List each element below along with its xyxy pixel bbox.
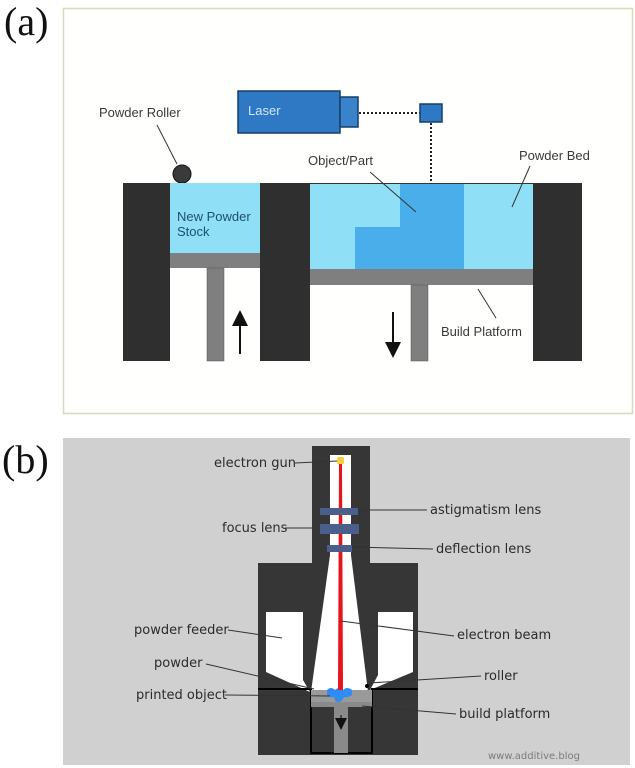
roller [365, 684, 369, 688]
electron-gun-leader [294, 460, 338, 464]
stock-platform [170, 253, 260, 268]
deflection-lens-leader [351, 546, 434, 550]
roller-leader [368, 675, 482, 684]
panel-a-tag: (a) [4, 0, 49, 44]
powder-feeder-leader [227, 629, 283, 639]
electron-beam-leader [340, 620, 455, 637]
new-powder-stock [170, 183, 260, 253]
powder-feeder-left [266, 612, 310, 692]
build-platform-leader-b [361, 705, 457, 715]
powder-feeder-label: powder feeder [134, 623, 229, 638]
roller-label: roller [484, 669, 518, 684]
object-part-label: Object/Part [308, 153, 373, 168]
build-platform-leader [477, 288, 497, 319]
focus-lens [320, 524, 359, 534]
powder-bed-leader [511, 165, 531, 208]
focus-lens-label: focus lens [222, 521, 288, 536]
scanner-mirror [419, 103, 443, 123]
printed-object [327, 688, 352, 702]
laser-nozzle [339, 96, 359, 128]
powder-roller-leader [156, 124, 178, 165]
object-part [355, 183, 464, 269]
panel-a: Laser Powder Roller New Powder Stock Obj… [62, 7, 634, 415]
build-piston [410, 284, 429, 362]
deflection-lens-label: deflection lens [436, 542, 531, 557]
middle-wall [260, 183, 310, 361]
powder-label: powder [154, 656, 203, 671]
astigmatism-lens [320, 508, 358, 515]
right-wall [533, 183, 582, 361]
electron-beam [338, 464, 343, 690]
printed-object-label: printed object [136, 688, 227, 703]
build-piston-b [334, 707, 348, 753]
stock-piston [206, 267, 225, 362]
panel-b-tag: (b) [2, 437, 49, 482]
powder-feeder-right [370, 612, 413, 690]
printed-object-leader [224, 694, 331, 697]
new-powder-label-line1: New Powder [177, 209, 251, 224]
powder-leader [205, 663, 315, 690]
build-platform-label: Build Platform [441, 324, 522, 339]
astigmatism-lens-label: astigmatism lens [430, 503, 541, 518]
left-wall [123, 183, 170, 361]
electron-gun-label: electron gun [214, 456, 296, 471]
powder-roller [172, 164, 192, 184]
watermark: www.additive.blog [488, 751, 580, 762]
object-part-leader [369, 171, 417, 213]
deflection-lens [327, 545, 352, 552]
powder-roller-label: Powder Roller [99, 105, 181, 120]
build-platform [310, 269, 533, 285]
build-platform-b [311, 702, 372, 707]
panel-b: electron gun focus lens astigmatism lens… [63, 438, 630, 765]
electron-gun [337, 457, 344, 464]
electron-beam-label: electron beam [457, 628, 551, 643]
build-platform-label-b: build platform [459, 707, 550, 722]
powder-bed-label: Powder Bed [519, 148, 590, 163]
new-powder-label-line2: Stock [177, 224, 210, 239]
laser-label: Laser [248, 103, 281, 118]
